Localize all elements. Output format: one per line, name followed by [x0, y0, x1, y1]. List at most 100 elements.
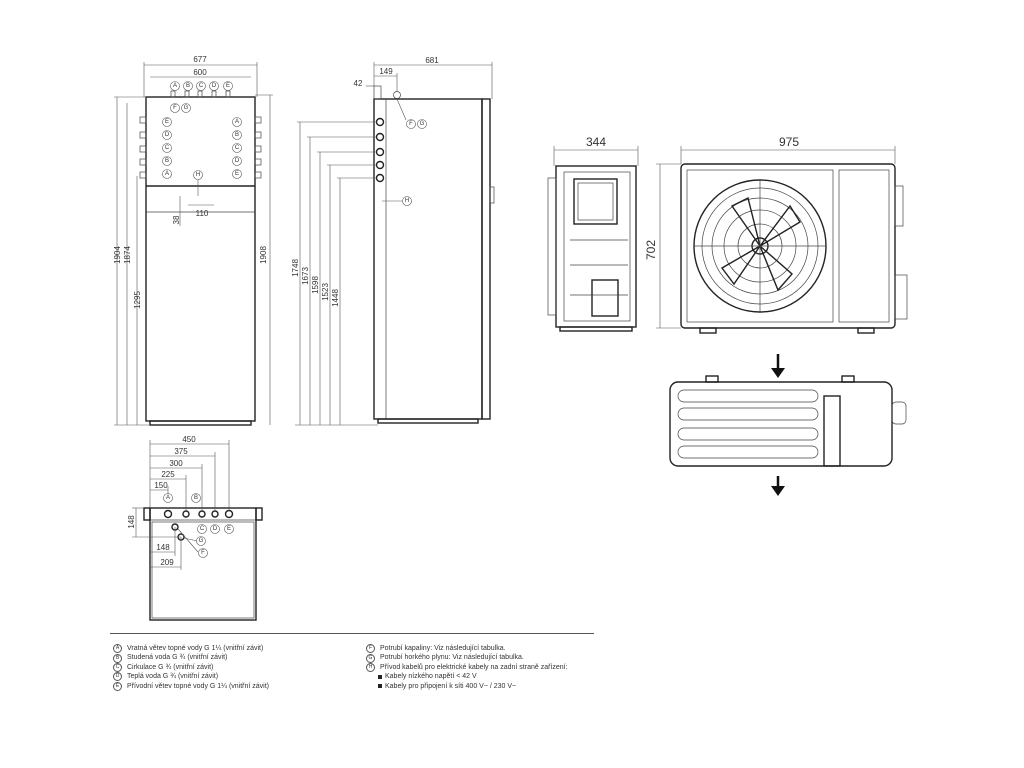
dim-38: 38 [172, 215, 181, 224]
side-dimensions: 681 149 42 1748 1673 1598 1523 1448 [291, 56, 493, 426]
legend-item: A Vratná větev topné vody G 1¼ (vnitřní z… [113, 644, 269, 654]
dim-width-outer: 677 [193, 55, 207, 64]
callout-label: F [201, 550, 205, 556]
dim-height: 1448 [331, 289, 340, 307]
side-pipe-stubs [139, 116, 262, 179]
callout-label: A [235, 119, 239, 125]
callout-label: C [200, 526, 205, 532]
callout-label: H [196, 172, 200, 178]
dim-375: 375 [174, 447, 188, 456]
legend-text: Studená voda G ¾ (vnitřní závit) [127, 654, 228, 662]
dim-depth: 681 [425, 56, 439, 65]
legend-right: F Potrubí kapaliny: Viz následující tabul… [366, 644, 568, 691]
legend-text: Přívodní větev topné vody G 1¼ (vnitřní … [127, 682, 270, 690]
dim-height-1904: 1904 [113, 246, 122, 264]
callout-label: E [227, 526, 231, 532]
dim-outdoor-width: 975 [779, 135, 799, 149]
legend-text: Cirkulace G ¾ (vnitřní závit) [127, 663, 214, 671]
outdoor-unit-front-view: 975 702 [644, 135, 908, 334]
legend-text: Potrubí horkého plynu: Viz následující t… [380, 654, 524, 662]
callout-label: G [199, 538, 204, 544]
dim-42: 42 [354, 79, 363, 88]
legend-item: F Potrubí kapaliny: Viz následující tabul… [366, 644, 568, 654]
dim-height: 1673 [301, 267, 310, 285]
callout-label: H [405, 198, 409, 204]
dim-300: 300 [169, 459, 183, 468]
legend-key: A [113, 644, 122, 654]
callout-label: B [235, 132, 239, 138]
dim-209: 209 [160, 558, 174, 567]
airflow-arrow-down-icon [771, 354, 785, 378]
legend-key: E [113, 681, 122, 691]
top-dimensions: 450 375 300 225 150 148 148 209 [127, 435, 230, 570]
airflow-arrow-down-icon [771, 476, 785, 496]
legend-bullet: Kabely pro připojení k síti 400 V~ / 230… [366, 682, 568, 691]
callout-label: D [212, 83, 217, 89]
callout-label: C [165, 145, 170, 151]
legend-bullet: Kabely nízkého napětí < 42 V [366, 672, 568, 681]
callout-label: G [184, 105, 189, 111]
callout-label: D [213, 526, 218, 532]
dim-width-inner: 600 [193, 68, 207, 77]
top-pipe-stubs [170, 90, 231, 98]
fan-grille [693, 179, 827, 313]
legend-text: Teplá voda G ¾ (vnitřní závit) [127, 673, 219, 681]
outdoor-front-dimensions: 975 702 [644, 135, 896, 329]
legend-item: C Cirkulace G ¾ (vnitřní závit) [113, 663, 269, 673]
dim-height: 1598 [311, 276, 320, 294]
legend-key: B [113, 653, 122, 663]
outdoor-unit-top-view [669, 354, 907, 496]
callout-label: C [235, 145, 240, 151]
legend-key: C [113, 663, 122, 673]
legend-item: G Potrubí horkého plynu: Viz následující … [366, 653, 568, 663]
callout-label: A [173, 83, 177, 89]
callout-label: B [194, 495, 198, 501]
bullet-icon [378, 684, 382, 689]
callout-label: G [420, 121, 425, 127]
dim-148-horizontal: 148 [156, 543, 170, 552]
dim-height: 1748 [291, 259, 300, 277]
legend-key: D [113, 672, 122, 682]
outdoor-unit-front-body [680, 163, 896, 329]
dim-110: 110 [196, 209, 209, 218]
dim-height: 1523 [321, 283, 330, 301]
front-dimensions: 677 600 1904 1874 1295 1908 38 110 [113, 55, 273, 426]
outdoor-unit-side-body [555, 165, 637, 328]
legend-bullet-text: Kabely nízkého napětí < 42 V [385, 673, 477, 681]
callout-label: B [165, 158, 169, 164]
legend-item: B Studená voda G ¾ (vnitřní závit) [113, 653, 269, 663]
legend-key: H [366, 663, 375, 673]
legend-key: F [366, 644, 375, 654]
callout-label: E [165, 119, 169, 125]
dim-450: 450 [182, 435, 196, 444]
callout-label: F [409, 121, 413, 127]
right-callouts: A B C D E [232, 117, 242, 179]
outdoor-side-dimensions: 344 [553, 135, 639, 166]
callout-label: C [199, 83, 204, 89]
callout-label: E [235, 171, 239, 177]
legend-item: E Přívodní větev topné vody G 1¼ (vnitřní… [113, 681, 270, 691]
dim-outdoor-height: 702 [644, 240, 658, 260]
dim-225: 225 [161, 470, 175, 479]
legend-text: Potrubí kapaliny: Viz následující tabulk… [380, 645, 506, 652]
legend-left: A Vratná větev topné vody G 1¼ (vnitřní z… [113, 644, 269, 691]
callout-label: D [165, 132, 170, 138]
legend-text: Vratná větev topné vody G 1¼ (vnitřní zá… [127, 645, 264, 652]
callout-label: A [166, 495, 170, 501]
top-view: A B C D E F G 450 375 300 225 150 148 [127, 435, 263, 621]
callout-label: D [235, 158, 240, 164]
dim-height-1874: 1874 [123, 246, 132, 264]
bullet-icon [378, 674, 382, 679]
legend-key: G [366, 653, 375, 663]
legend-divider [110, 633, 594, 634]
outdoor-unit-side-view: 344 [547, 135, 639, 332]
callout-label: F [173, 105, 177, 111]
top-callouts: A B C D E F G [170, 81, 233, 113]
front-view: A B C D E F G E D C B A A B C D E H 677 [113, 55, 273, 426]
callout-label: A [165, 171, 169, 177]
dim-148-vertical: 148 [127, 515, 136, 529]
dim-height-1908: 1908 [259, 246, 268, 264]
side-pipe-ports [375, 117, 385, 183]
legend-bullet-text: Kabely pro připojení k síti 400 V~ / 230… [385, 682, 517, 690]
